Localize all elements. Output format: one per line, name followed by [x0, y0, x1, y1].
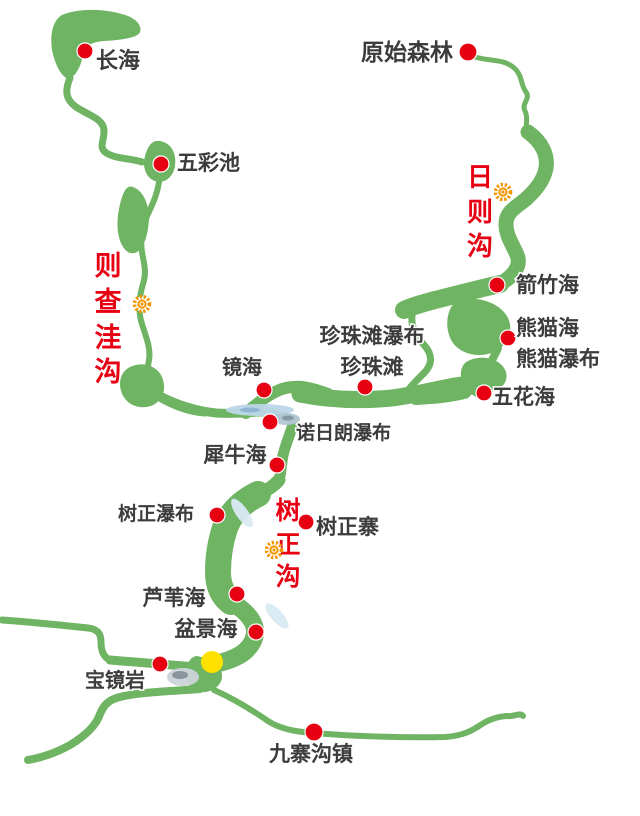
xiongmaohai-lake-shape: [447, 298, 511, 355]
shuzhenggou-icon[interactable]: [264, 540, 284, 560]
southeast-river: [211, 687, 526, 741]
marker-label-wuhuahai: 五花海: [492, 385, 555, 409]
marker-dot-changhai[interactable]: [76, 42, 94, 60]
valley-label-shuzhenggou-char-2: 沟: [275, 562, 300, 591]
marker-label-nuorilangpubu: 诺日朗瀑布: [296, 421, 391, 444]
spiral-center-dot: [140, 302, 144, 306]
zechawagou-icon[interactable]: [132, 294, 152, 314]
marker-label-xiongmaohai: 熊猫海: [516, 316, 579, 340]
valley-label-rizegou-char-0: 日: [467, 163, 493, 193]
marker-label-jiuzhaigouzhen: 九寨沟镇: [268, 742, 353, 766]
marker-dot-wucaichi[interactable]: [152, 155, 170, 173]
river-network: [0, 9, 554, 764]
marker-dot-shuzhengpubu[interactable]: [208, 506, 226, 524]
marker-dot-xiniuhai[interactable]: [268, 456, 286, 474]
marker-dot-luweihai[interactable]: [228, 585, 246, 603]
valley-label-zechawagou-char-3: 沟: [95, 357, 122, 388]
valley-label-shuzhenggou-char-0: 树: [275, 496, 300, 525]
marker-label-yuanshisenlin: 原始森林: [361, 39, 453, 66]
southwest-branch: [24, 685, 204, 764]
valley-label-rizegou-char-1: 则: [467, 198, 493, 228]
marker-dot-xiongmaohai[interactable]: [499, 329, 517, 347]
marker-label-zhenzhutanpubu: 珍珠滩瀑布: [320, 324, 425, 348]
marker-label-xiniuhai: 犀牛海: [204, 443, 267, 467]
marker-label-baojingyan: 宝镜岩: [85, 668, 145, 692]
zechawa-leaf-lake: [117, 186, 149, 254]
marker-dot-jianzhuhai[interactable]: [488, 276, 506, 294]
marker-label-xiongmaopubu: 熊猫瀑布: [516, 347, 600, 371]
rize-s-channel: [402, 300, 434, 397]
marker-label-penjinghai: 盆景海: [175, 617, 238, 641]
marker-label-luweihai: 芦苇海: [143, 586, 206, 610]
marker-label-jinghai: 镜海: [222, 355, 262, 379]
marker-label-jianzhuhai: 箭竹海: [516, 273, 579, 297]
changhai-lake-shape: [51, 9, 141, 80]
shuzheng-water-sliver: [231, 498, 253, 528]
marker-dot-jinghai[interactable]: [255, 381, 273, 399]
valley-label-rizegou-char-2: 沟: [467, 232, 493, 262]
zechawa-lower-lake: [120, 364, 165, 408]
spiral-inner-ring: [137, 299, 147, 309]
marker-label-zhenzhutan: 珍珠滩: [341, 355, 404, 379]
rize-lake-band: [492, 124, 554, 292]
marker-dot-zhenzhutan[interactable]: [356, 378, 374, 396]
nuorilang-speck: [282, 415, 294, 421]
spiral-center-dot: [272, 548, 276, 552]
rizegou-icon[interactable]: [493, 182, 513, 202]
spiral-center-dot: [501, 190, 505, 194]
marker-dot-baojingyan[interactable]: [151, 655, 169, 673]
changhai-outlet-stream: [63, 74, 146, 166]
rize-upper-stream: [469, 53, 531, 135]
water-textures: [167, 404, 300, 686]
marker-dot-yuanshisenlin[interactable]: [458, 42, 478, 62]
wuhuahai-lake-shape: [460, 357, 507, 394]
wuhuahai-outlet: [408, 383, 472, 405]
mirror-lake-speck: [240, 407, 260, 413]
valley-label-zechawagou-char-1: 查: [95, 287, 122, 318]
spiral-inner-ring: [269, 545, 279, 555]
penjing-water-sliver: [265, 603, 289, 629]
marker-dot-shuzhengzhai[interactable]: [297, 513, 315, 531]
valley-label-zechawagou-char-2: 洼: [95, 323, 122, 354]
northwest-branch: [0, 616, 114, 664]
marker-label-wucaichi: 五彩池: [177, 151, 240, 175]
trailhead-icons: [132, 182, 513, 673]
junction-dot-entrance-junction[interactable]: [201, 651, 223, 673]
marker-label-shuzhengpubu: 树正瀑布: [118, 502, 194, 525]
marker-dot-nuorilangpubu[interactable]: [261, 413, 279, 431]
marker-label-shuzhengzhai: 树正寨: [316, 515, 379, 539]
spiral-inner-ring: [498, 187, 508, 197]
marker-dot-penjinghai[interactable]: [247, 623, 265, 641]
valley-label-zechawagou-char-0: 则: [95, 251, 122, 282]
baojingyan-rock-speck: [172, 671, 188, 679]
marker-dot-jiuzhaigouzhen[interactable]: [304, 722, 324, 742]
marker-dot-wuhuahai[interactable]: [475, 384, 493, 402]
marker-label-changhai: 长海: [96, 48, 140, 74]
